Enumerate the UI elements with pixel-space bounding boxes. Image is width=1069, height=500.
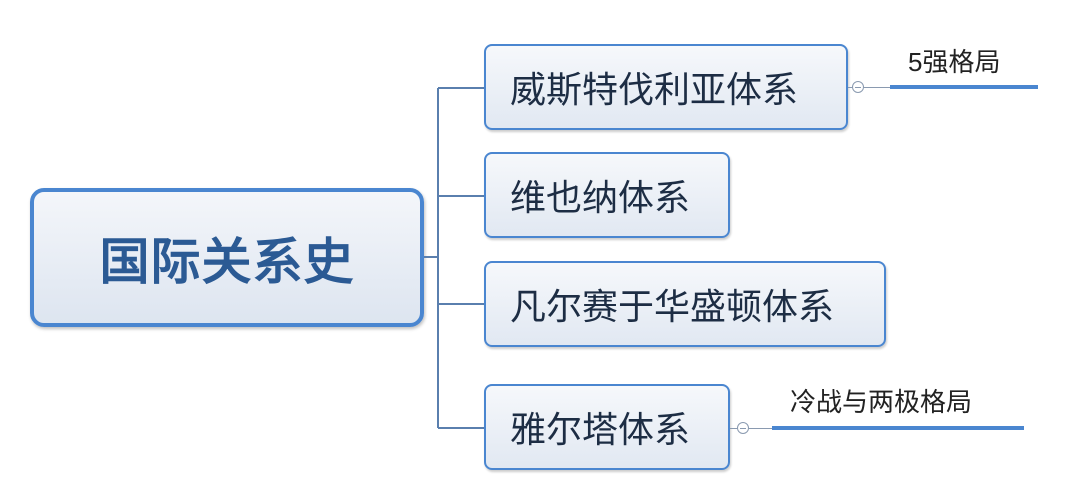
topic-label: 雅尔塔体系 xyxy=(510,409,691,450)
topic-label: 维也纳体系 xyxy=(510,177,691,218)
topic-versailles-washington[interactable]: 凡尔赛于华盛顿体系 xyxy=(484,261,886,347)
topic-label: 凡尔赛于华盛顿体系 xyxy=(510,286,835,327)
collapse-icon[interactable] xyxy=(852,81,864,93)
connector-1 xyxy=(438,87,484,89)
connector-note-1 xyxy=(848,87,890,88)
subtopic-label[interactable]: 5强格局 xyxy=(908,47,1001,77)
subtopic-underline xyxy=(890,85,1038,89)
subtopic-label[interactable]: 冷战与两极格局 xyxy=(790,387,973,417)
topic-westphalia[interactable]: 威斯特伐利亚体系 xyxy=(484,44,848,130)
root-label: 国际关系史 xyxy=(99,233,355,290)
root-node[interactable]: 国际关系史 xyxy=(30,188,424,327)
subtopic-underline xyxy=(772,426,1024,430)
collapse-icon[interactable] xyxy=(737,422,749,434)
topic-vienna[interactable]: 维也纳体系 xyxy=(484,152,730,238)
topic-label: 威斯特伐利亚体系 xyxy=(510,69,799,110)
topic-yalta[interactable]: 雅尔塔体系 xyxy=(484,384,730,470)
connector-root xyxy=(424,256,438,258)
connector-2 xyxy=(438,195,484,197)
connector-3 xyxy=(438,303,484,305)
connector-trunk xyxy=(437,88,439,428)
connector-note-4 xyxy=(730,428,772,429)
connector-4 xyxy=(438,427,484,429)
